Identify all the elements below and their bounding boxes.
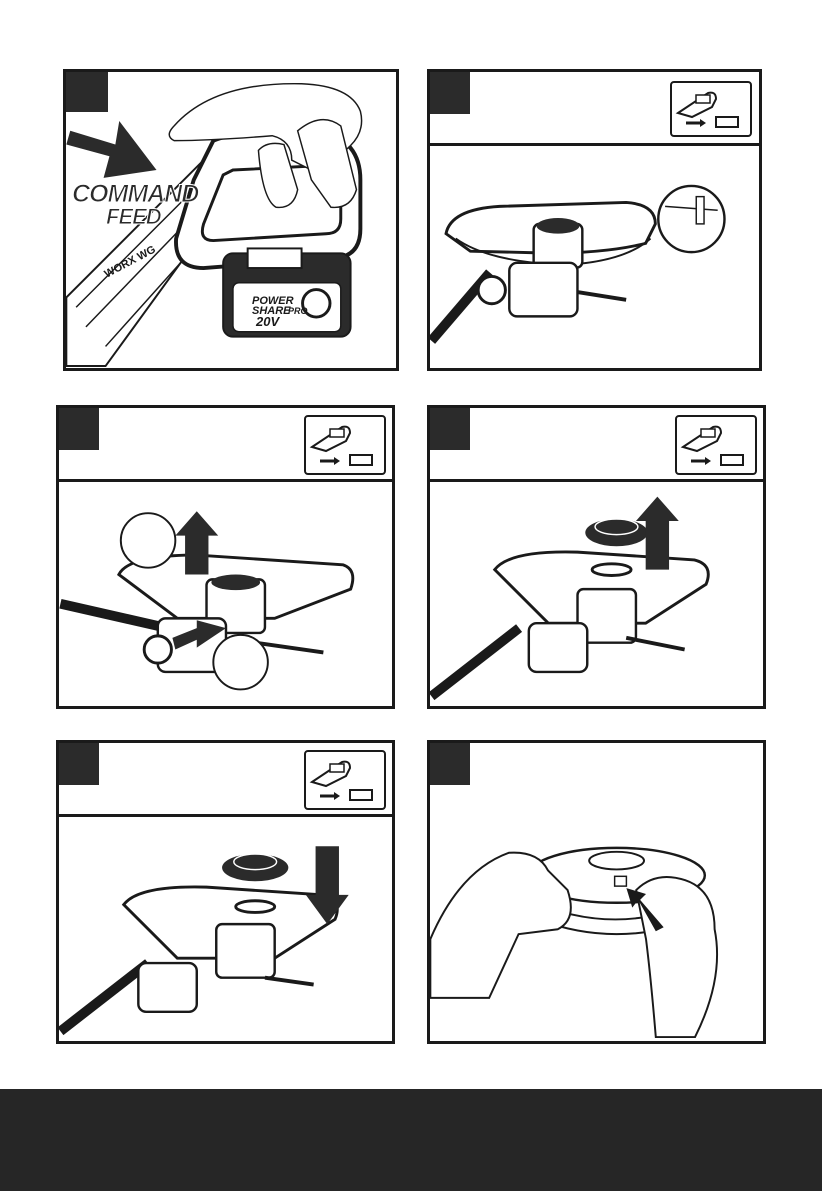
step-number-badge — [430, 72, 470, 114]
arrow-right-icon — [700, 119, 706, 127]
spool-removal-illustration — [430, 482, 763, 706]
trimmer-head-illustration — [430, 146, 759, 368]
callout-circle-a — [121, 513, 176, 568]
arrow-right-icon — [705, 457, 711, 465]
arrow-right-icon — [334, 792, 340, 800]
step-number-badge — [59, 408, 99, 450]
battery-removal-icon — [670, 81, 752, 137]
trimmer-guard-illustration — [59, 482, 392, 706]
callout-circle-b — [213, 635, 268, 690]
step-panel-1: COMMAND FEED WORX WG POWER SHARE PRO 20V — [63, 69, 399, 371]
battery-pro-tag: PRO — [288, 306, 308, 316]
battery-removal-icon — [675, 415, 757, 475]
command-feed-logo-line2: FEED — [106, 204, 161, 230]
spool-line-illustration — [430, 743, 763, 1041]
arrow-right-icon — [334, 457, 340, 465]
step-panel-3 — [56, 405, 395, 709]
spool-install-illustration — [59, 817, 392, 1041]
battery-removal-icon — [304, 415, 386, 475]
step-panel-6 — [427, 740, 766, 1044]
footer-band — [0, 1089, 822, 1191]
step-panel-4 — [427, 405, 766, 709]
step-number-badge — [59, 743, 99, 785]
step-panel-2 — [427, 69, 762, 371]
battery-removal-icon — [304, 750, 386, 810]
battery-voltage: 20V — [256, 317, 279, 327]
step-panel-5 — [56, 740, 395, 1044]
push-arrow-icon — [66, 121, 156, 178]
step-number-badge — [430, 408, 470, 450]
